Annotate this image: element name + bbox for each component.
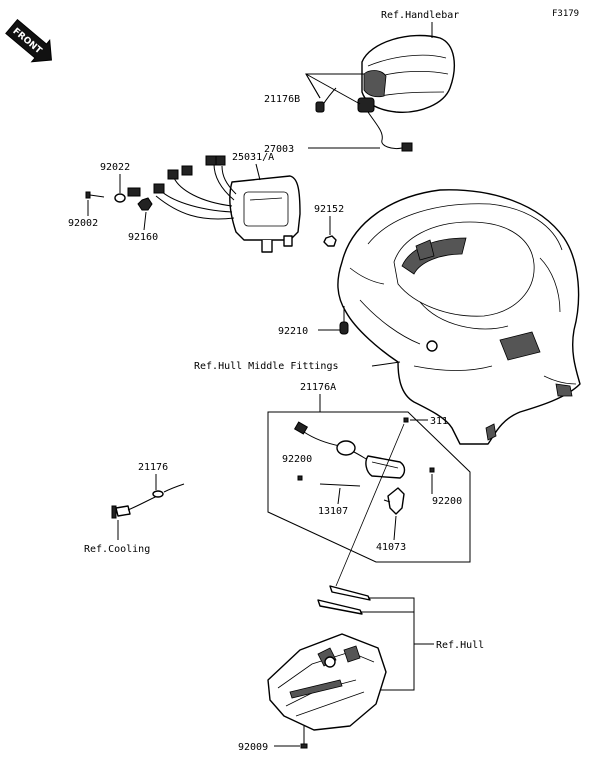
figure-id: F3179 xyxy=(552,9,579,19)
bolt-311-part xyxy=(403,417,409,423)
front-direction-arrow-icon: FRONT xyxy=(5,18,52,63)
clip-92210-part xyxy=(339,321,349,335)
part-92152-label: 92152 xyxy=(314,204,344,215)
nut-92160-part xyxy=(137,197,153,211)
bolt-92009-part xyxy=(300,726,308,749)
sensor-21176B-part xyxy=(315,87,337,113)
sensor-21176A-part xyxy=(293,421,406,479)
part-27003-label: 27003 xyxy=(264,144,294,155)
part-92002-label: 92002 xyxy=(68,218,98,229)
hull-bottom-bracket-part xyxy=(267,633,387,731)
part-92210-label: 92210 xyxy=(278,326,308,337)
bracket-41073-part xyxy=(383,487,405,515)
part-21176A-label: 21176A xyxy=(300,382,336,393)
part-41073-label: 41073 xyxy=(376,542,406,553)
part-92200-right-label: 92200 xyxy=(432,496,462,507)
screw-92200-right-part xyxy=(429,467,435,473)
part-92009-label: 92009 xyxy=(238,742,268,753)
screw-92200-left-part xyxy=(297,475,303,481)
ref-hull-label: Ref.Hull xyxy=(436,640,484,651)
part-92200-left-label: 92200 xyxy=(282,454,312,465)
part-311-label: 311 xyxy=(430,416,448,427)
grommet-92152-part xyxy=(323,235,337,247)
part-21176B-label: 21176B xyxy=(264,94,300,105)
sensor-21176-part xyxy=(111,483,185,519)
part-25031A-label: 25031/A xyxy=(232,152,274,163)
ref-hull-middle-fittings-label: Ref.Hull Middle Fittings xyxy=(194,361,339,372)
handlebar-cover-part xyxy=(361,34,456,113)
part-92160-label: 92160 xyxy=(128,232,158,243)
hull-middle-deck-part xyxy=(337,189,581,445)
ref-cooling-label: Ref.Cooling xyxy=(84,544,150,555)
strap-lower-part xyxy=(317,599,363,615)
ref-handlebar-label: Ref.Handlebar xyxy=(381,10,459,21)
bolt-92002-part xyxy=(85,191,105,199)
part-13107-label: 13107 xyxy=(318,506,348,517)
switch-27003-part xyxy=(357,97,413,152)
strap-upper-part xyxy=(329,585,371,601)
part-92022-label: 92022 xyxy=(100,162,130,173)
part-21176-label: 21176 xyxy=(138,462,168,473)
wire-harness-part xyxy=(127,155,237,220)
rod-13107-part xyxy=(319,483,361,487)
washer-92022-part xyxy=(114,193,126,203)
meter-25031A-part xyxy=(229,175,301,253)
assembly-21176A-outline xyxy=(267,411,471,563)
